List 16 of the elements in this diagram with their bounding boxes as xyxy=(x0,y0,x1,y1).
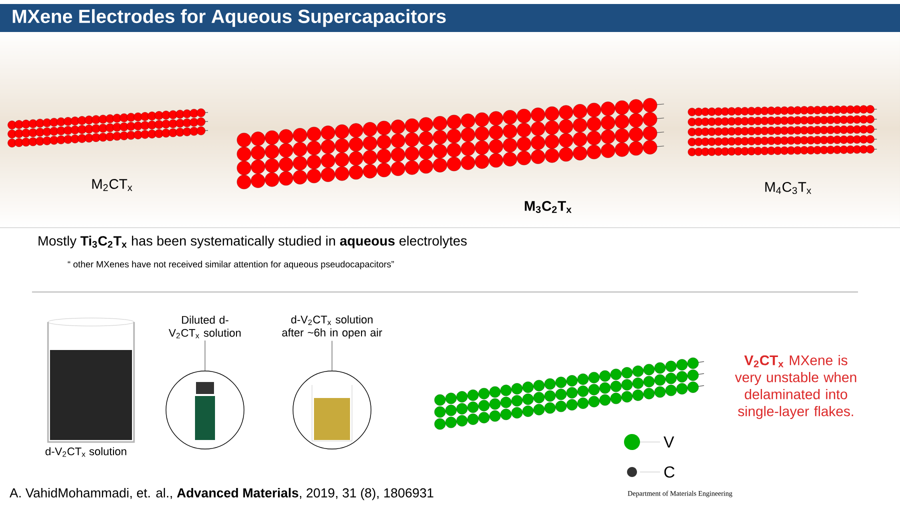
structure-label: M$_{2}$CT$_{x}$ xyxy=(92,179,132,191)
description-text: Mostly Ti$_{3}$C$_{2}$T$_{x}$ has been systematically studied in aqueous electrolytes xyxy=(38,236,467,248)
legend-text: C xyxy=(664,466,674,478)
caption-text: Diluted d-V$_{2}$CT$_{x}$ solution xyxy=(168,316,241,338)
structure-label: M$_{3}$C$_{2}$T$_{x}$ xyxy=(524,200,572,214)
title-bar: MXene Electrodes for Aqueous Supercapacitors xyxy=(0,4,900,32)
warning-text: V$_{2}$CT$_{x}$ MXene is very unstable when delaminated into single-layer flakes. xyxy=(734,354,856,420)
vial-circle xyxy=(166,370,244,450)
structure-label: M$_{4}$C$_{3}$T$_{x}$ xyxy=(765,182,812,194)
vial-circle xyxy=(292,370,372,450)
leader-line xyxy=(204,340,206,371)
solution-label: d-V$_{2}$CT$_{x}$ solution xyxy=(46,447,126,457)
legend-text: V xyxy=(664,436,674,448)
caption-text: d-V$_{2}$CT$_{x}$ solution after ~6h in open air xyxy=(282,315,382,339)
citation-text: A. VahidMohammadi, et. al., Advanced Materials, 2019, 31 (8), 1806931 xyxy=(10,488,434,500)
quote-text: “ other MXenes have not received similar attention for aqueous pseudocapacitors” xyxy=(68,260,394,270)
